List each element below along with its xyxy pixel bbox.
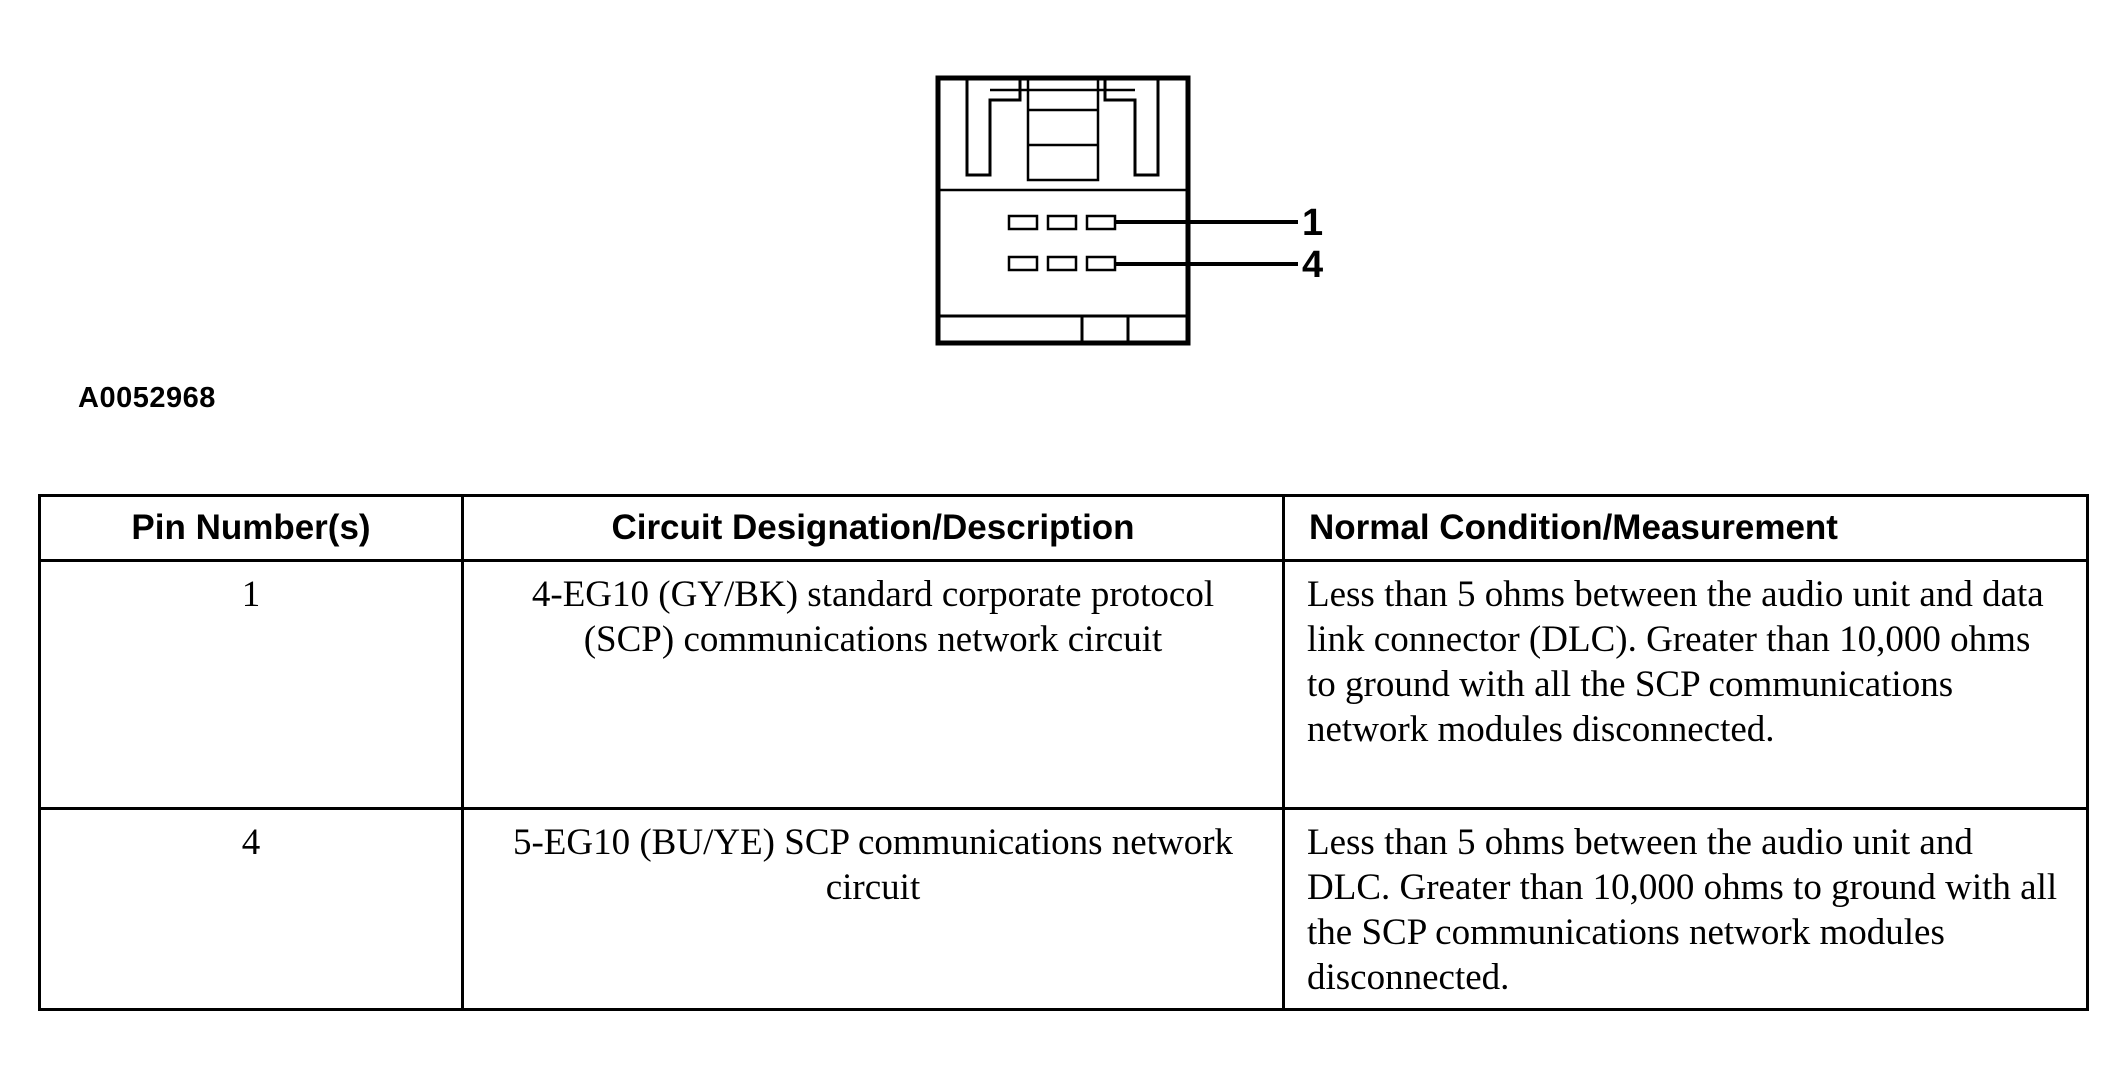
connector-housing: [935, 75, 1191, 346]
pin-cavity-4: [1085, 255, 1117, 272]
pin-cavity-6: [1007, 255, 1039, 272]
pin-table: Pin Number(s) Circuit Designation/Descri…: [38, 494, 2089, 1011]
locking-tab-right: [1103, 78, 1160, 177]
cell-pin: 1: [38, 559, 464, 810]
callout-pin-1: 1: [1302, 202, 1323, 244]
header-normal-condition: Normal Condition/Measurement: [1282, 494, 2089, 562]
figure-id: A0052968: [78, 382, 216, 414]
locking-tab-body: [1026, 76, 1100, 182]
pin-cavity-5: [1046, 255, 1078, 272]
pin-cavity-2: [1046, 214, 1078, 231]
table-header-row: Pin Number(s) Circuit Designation/Descri…: [38, 494, 2089, 562]
locking-tab-left: [965, 78, 1022, 177]
cell-condition: Less than 5 ohms between the audio unit …: [1282, 807, 2089, 1011]
cell-circuit: 5-EG10 (BU/YE) SCP communications networ…: [461, 807, 1285, 1011]
pin-cavity-1: [1085, 214, 1117, 231]
callout-pin-4: 4: [1302, 244, 1323, 286]
cell-pin: 4: [38, 807, 464, 1011]
table-row: 1 4-EG10 (GY/BK) standard corporate prot…: [38, 559, 2089, 810]
header-circuit-designation: Circuit Designation/Description: [461, 494, 1285, 562]
header-pin-number: Pin Number(s): [38, 494, 464, 562]
connector-diagram: 1 4: [935, 75, 1323, 346]
cell-circuit: 4-EG10 (GY/BK) standard corporate protoc…: [461, 559, 1285, 810]
cell-condition: Less than 5 ohms between the audio unit …: [1282, 559, 2089, 810]
table-row: 4 5-EG10 (BU/YE) SCP communications netw…: [38, 807, 2089, 1011]
pin-cavity-3: [1007, 214, 1039, 231]
